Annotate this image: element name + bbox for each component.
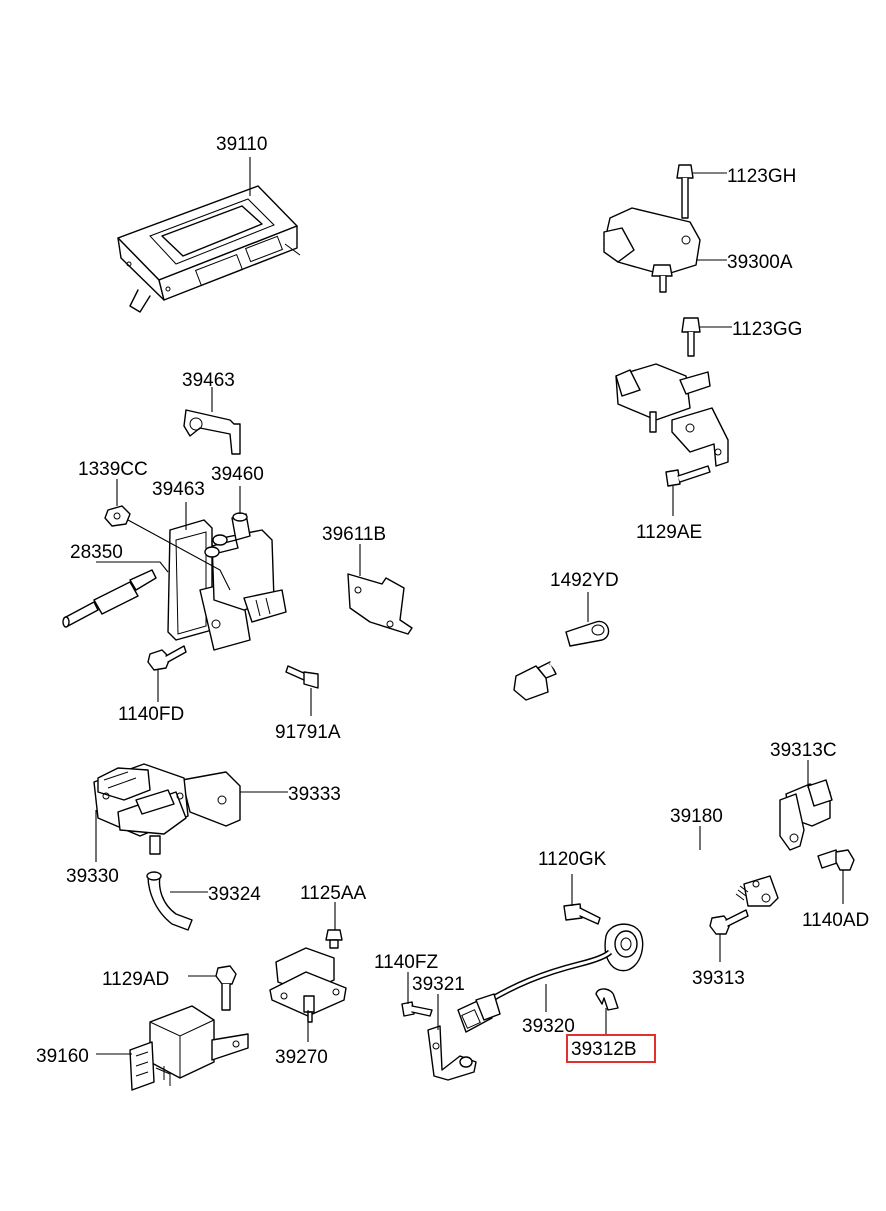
label-1125AA: 1125AA	[300, 883, 367, 904]
part-39313C-sensor	[779, 779, 833, 851]
part-39330-sensor	[93, 763, 189, 855]
part-39321-bracket	[427, 1025, 477, 1081]
label-91791A: 91791A	[275, 722, 341, 743]
label-39463-upper: 39463	[182, 370, 235, 391]
label-39160: 39160	[36, 1046, 89, 1067]
part-1129AD-bolt	[215, 965, 237, 1011]
label-39270: 39270	[275, 1047, 328, 1068]
leader-28350	[96, 561, 169, 573]
label-39300A: 39300A	[727, 252, 793, 273]
part-39270-sensor	[269, 947, 347, 1023]
part-39312B-clip	[595, 988, 619, 1011]
part-39333-bracket	[181, 771, 241, 827]
part-39300A-sensor	[603, 207, 701, 293]
label-1140FD: 1140FD	[118, 704, 184, 725]
label-1129AD: 1129AD	[102, 969, 169, 990]
part-1140AD-bolt	[817, 849, 855, 871]
part-39611B-bracket	[347, 573, 413, 635]
part-1120GK-bolt	[563, 903, 601, 925]
label-39463-lower: 39463	[152, 479, 205, 500]
label-1339CC: 1339CC	[78, 459, 148, 480]
label-1492YD: 1492YD	[550, 570, 619, 591]
part-91791A-bolt	[285, 665, 319, 689]
label-39313C: 39313C	[770, 740, 837, 761]
part-39313-bolt	[709, 909, 749, 935]
label-1123GH: 1123GH	[727, 166, 796, 187]
part-39180-oxygen-sensor	[513, 657, 779, 907]
part-1140FD-bolt	[147, 645, 187, 671]
part-1140FZ-bolt	[401, 1001, 433, 1017]
part-1125AA-nut	[325, 929, 343, 949]
part-39463-bracket-upper	[183, 409, 241, 455]
label-39324: 39324	[208, 884, 261, 905]
label-39611B: 39611B	[322, 524, 386, 545]
label-39312B[interactable]: 39312B	[571, 1039, 637, 1060]
highlight-box-39312B	[566, 1034, 656, 1063]
part-1129AE-bolt	[665, 465, 711, 487]
label-39321: 39321	[412, 974, 465, 995]
part-39324-hose	[146, 871, 193, 931]
part-28350-pipe	[62, 569, 157, 628]
label-39330: 39330	[66, 866, 119, 887]
label-39110: 39110	[216, 134, 267, 155]
label-39180: 39180	[670, 806, 723, 827]
label-39313: 39313	[692, 968, 745, 989]
part-sensor-bracket	[615, 363, 729, 467]
label-1120GK: 1120GK	[538, 849, 607, 870]
part-39460-solenoid-assembly	[127, 512, 287, 651]
label-28350: 28350	[70, 542, 123, 563]
part-39110-ecu	[117, 185, 301, 313]
part-39160-relay	[129, 1005, 249, 1091]
part-39320-knock-sensor	[457, 923, 644, 1033]
label-39320: 39320	[522, 1016, 575, 1037]
part-1339CC-nut	[104, 505, 131, 527]
part-1492YD-clip	[565, 620, 610, 647]
label-1129AE: 1129AE	[636, 522, 702, 543]
label-39460: 39460	[211, 464, 264, 485]
label-39333: 39333	[288, 784, 341, 805]
label-1140AD: 1140AD	[802, 910, 869, 931]
label-1123GG: 1123GG	[732, 319, 802, 340]
part-1123GH-bolt	[676, 164, 694, 219]
part-1123GG-bolt	[681, 317, 701, 357]
label-1140FZ: 1140FZ	[374, 952, 438, 973]
